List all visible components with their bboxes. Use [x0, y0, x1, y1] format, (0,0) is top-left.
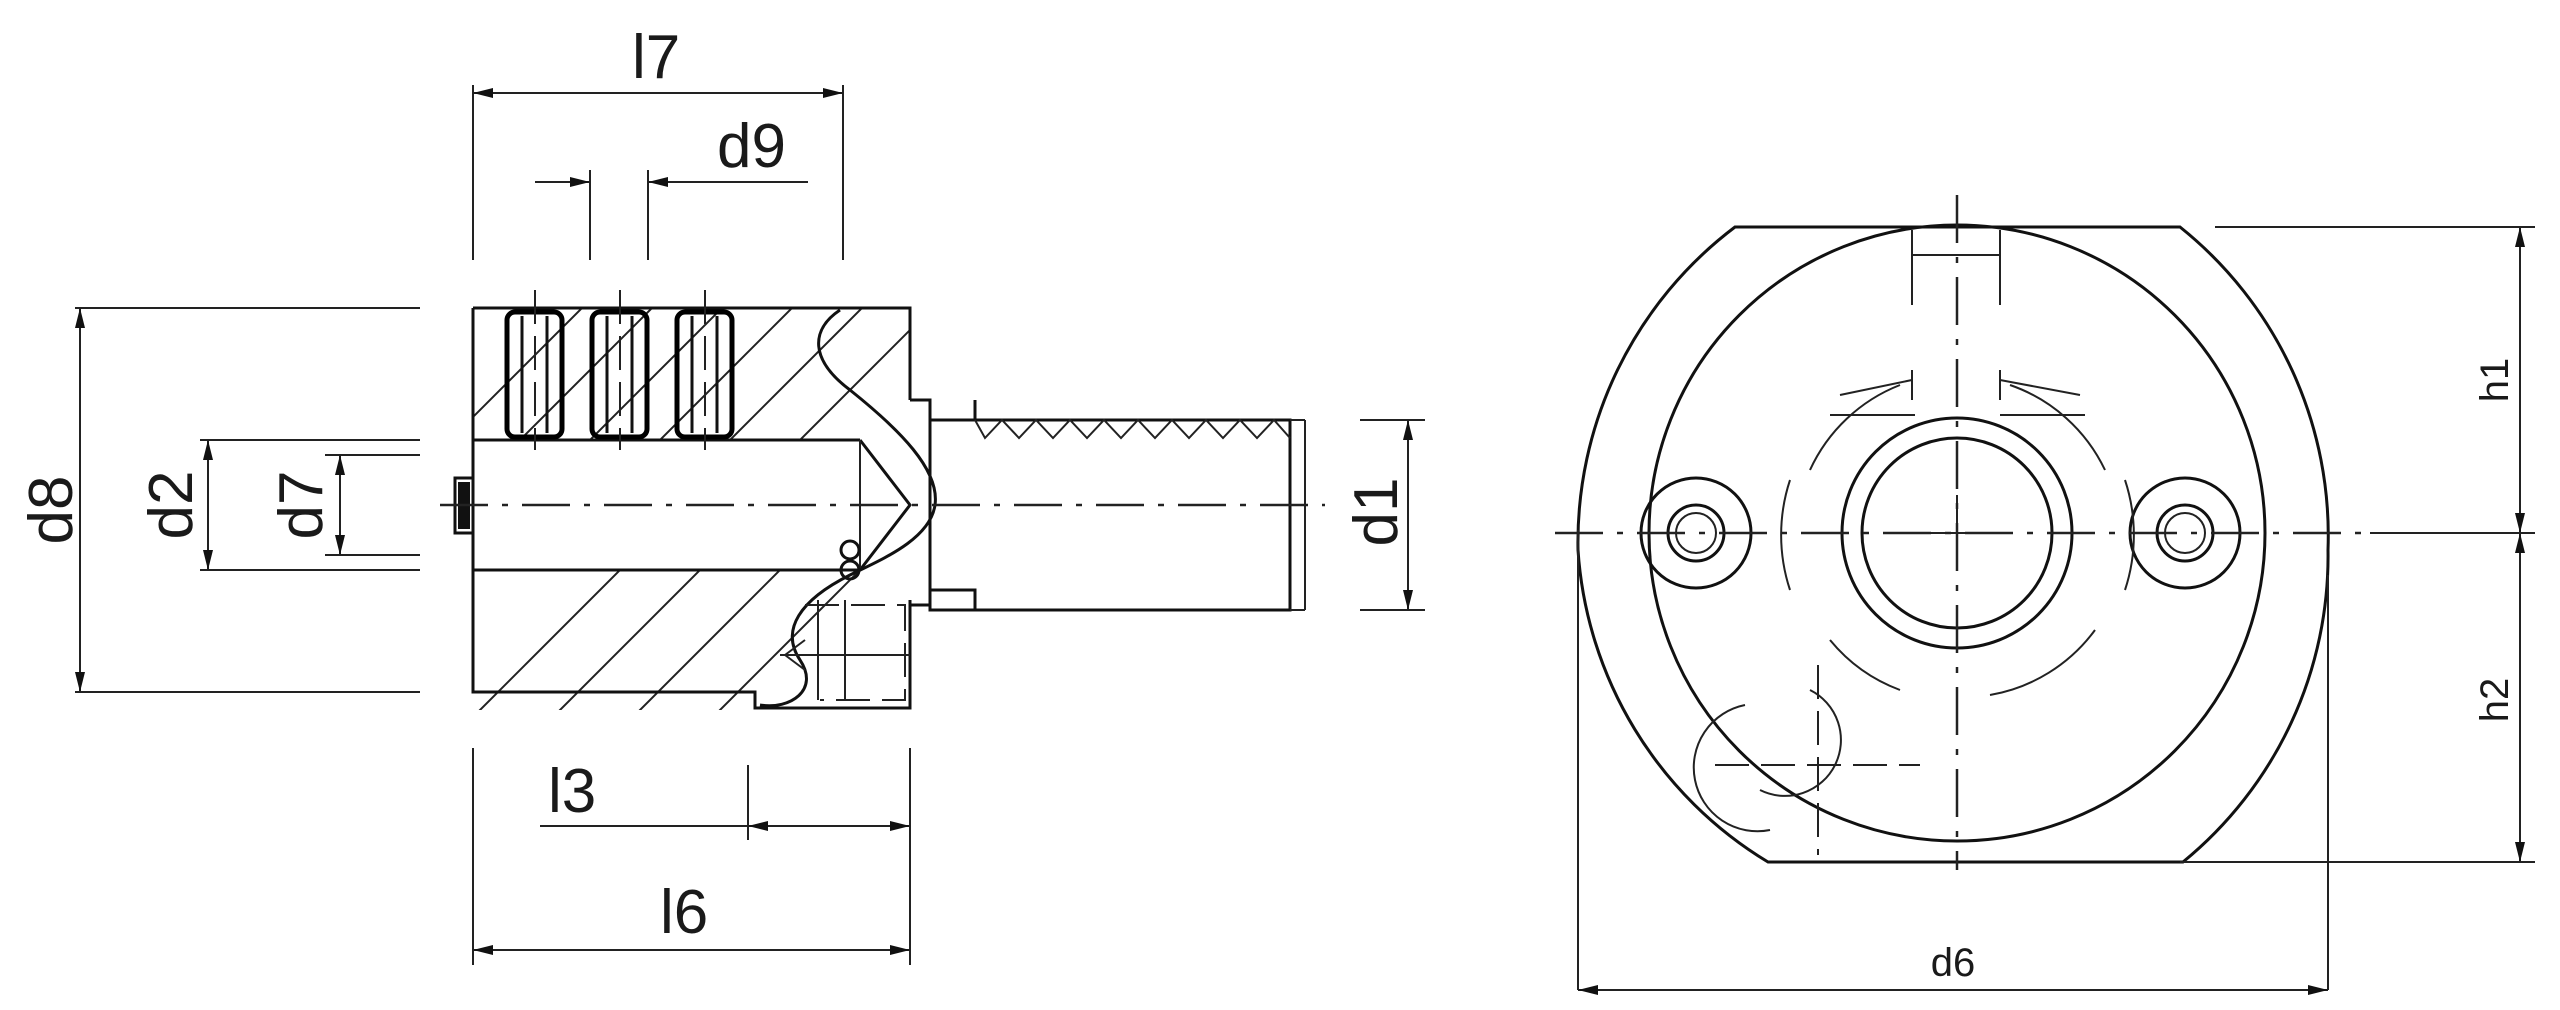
section-hatching-upper	[473, 308, 910, 440]
label-h2: h2	[2473, 678, 2517, 723]
label-d2: d2	[137, 471, 206, 540]
label-d8: d8	[17, 476, 86, 545]
label-l7: l7	[632, 23, 680, 92]
thread-teeth	[974, 418, 1291, 440]
label-d6: d6	[1931, 941, 1976, 985]
bore-cone	[858, 439, 912, 571]
side-view: l7 d9 d8 d2 d7 d1 l3 l6	[17, 23, 1425, 965]
outer-flange	[1576, 225, 2330, 864]
section-hatching-lower	[473, 570, 860, 710]
hidden-passage	[805, 604, 906, 701]
label-d1: d1	[1342, 478, 1411, 547]
body-outline	[471, 306, 912, 710]
label-l6: l6	[660, 878, 708, 947]
front-view: h1 h2 d6	[1555, 195, 2535, 995]
o-ring	[839, 539, 861, 561]
label-d7: d7	[267, 471, 336, 540]
label-d9: d9	[717, 112, 786, 181]
coolant-channel	[759, 308, 937, 708]
shank-collar	[910, 398, 932, 607]
label-l3: l3	[548, 757, 596, 826]
label-h1: h1	[2473, 358, 2517, 403]
